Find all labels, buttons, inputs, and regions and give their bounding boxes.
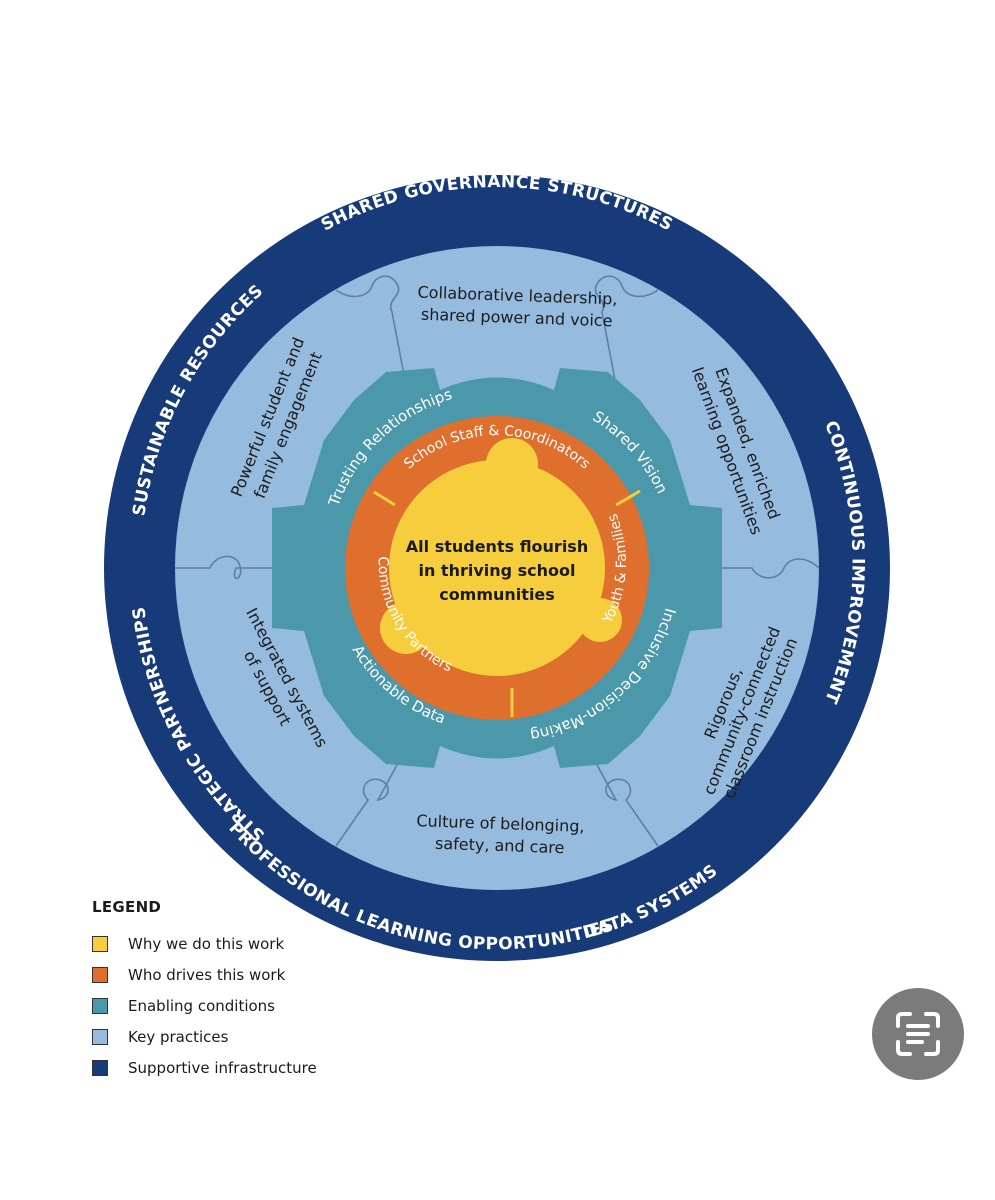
legend-label: Supportive infrastructure bbox=[128, 1058, 317, 1077]
center-knob-right bbox=[578, 598, 622, 642]
legend-item: Why we do this work bbox=[92, 928, 412, 959]
center-knob-top bbox=[486, 438, 538, 490]
svg-text:safety, and care: safety, and care bbox=[435, 834, 565, 858]
legend-title: LEGEND bbox=[92, 898, 162, 916]
legend-label: Enabling conditions bbox=[128, 996, 275, 1015]
scan-text-button[interactable] bbox=[872, 988, 964, 1080]
practice-label: Culture of belonging, safety, and care bbox=[416, 811, 585, 858]
legend-item: Who drives this work bbox=[92, 959, 412, 990]
scan-text-icon bbox=[896, 1012, 940, 1056]
legend-item: Key practices bbox=[92, 1021, 412, 1052]
legend-item: Enabling conditions bbox=[92, 990, 412, 1021]
legend: LEGEND Why we do this work Who drives th… bbox=[92, 898, 412, 1083]
center-label: communities bbox=[439, 585, 555, 604]
legend-item: Supportive infrastructure bbox=[92, 1052, 412, 1083]
legend-label: Key practices bbox=[128, 1027, 229, 1046]
center-knob-left bbox=[380, 602, 432, 654]
legend-swatch bbox=[92, 966, 108, 983]
legend-swatch bbox=[92, 935, 108, 952]
driver-dividers bbox=[373, 489, 641, 717]
puzzle-seams bbox=[175, 275, 820, 847]
center-label: in thriving school bbox=[418, 561, 575, 580]
legend-swatch bbox=[92, 1028, 108, 1045]
legend-swatch bbox=[92, 1059, 108, 1076]
center-disc bbox=[389, 460, 605, 676]
legend-label: Why we do this work bbox=[128, 934, 285, 953]
legend-swatch bbox=[92, 997, 108, 1014]
center-label: All students flourish bbox=[406, 537, 588, 556]
legend-label: Who drives this work bbox=[128, 965, 286, 984]
